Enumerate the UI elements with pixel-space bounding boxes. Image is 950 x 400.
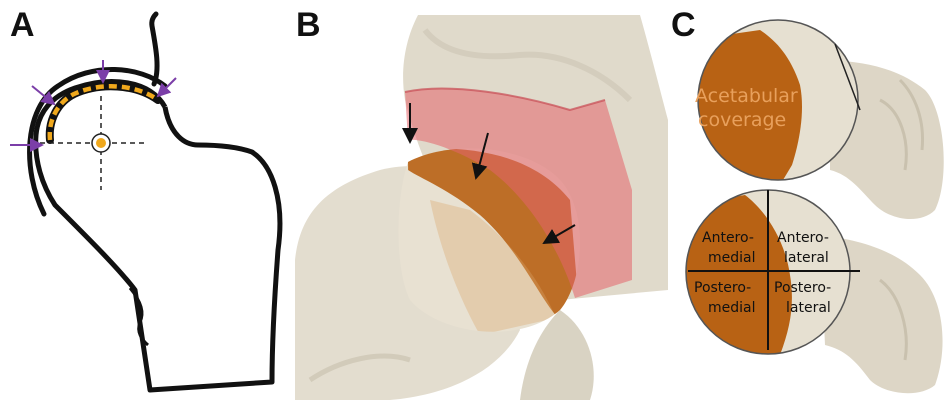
- coverage-label-line1: Acetabular: [695, 85, 798, 107]
- quadrant-label-anterolateral-1: Antero-: [777, 230, 829, 246]
- quadrant-label-anteromedial-2: medial: [708, 250, 756, 266]
- femur-outline: [36, 82, 280, 390]
- quadrant-label-posteromedial-1: Postero-: [694, 280, 751, 296]
- panel-a-diagram: [10, 14, 280, 390]
- panel-b-rendering: [295, 15, 670, 400]
- quadrant-label-posterolateral-2: lateral: [786, 300, 831, 316]
- pelvis-outline: [152, 14, 157, 84]
- coverage-label-line2: coverage: [698, 109, 786, 131]
- quadrant-label-anterolateral-2: lateral: [784, 250, 829, 266]
- quadrant-label-posteromedial-2: medial: [708, 300, 756, 316]
- quadrant-label-posterolateral-1: Postero-: [774, 280, 831, 296]
- quadrant-label-anteromedial-1: Antero-: [702, 230, 754, 246]
- coverage-dashed-line: [50, 86, 158, 140]
